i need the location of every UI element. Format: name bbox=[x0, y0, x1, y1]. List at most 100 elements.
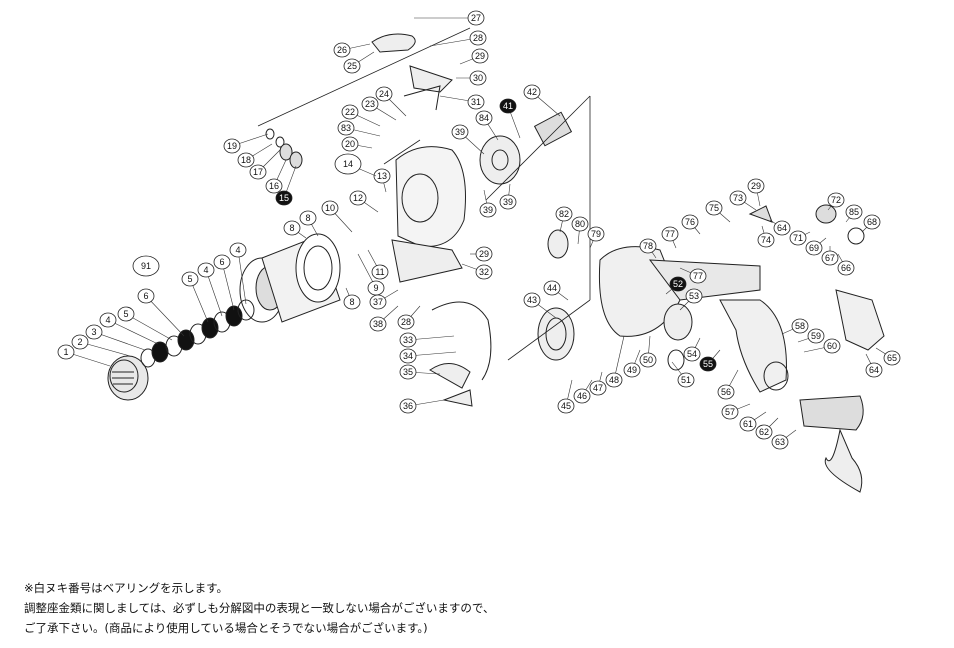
part-number-label: 44 bbox=[547, 283, 557, 293]
part-number-label: 77 bbox=[693, 271, 703, 281]
callout-26: 26 bbox=[333, 42, 371, 58]
leader-line bbox=[125, 313, 173, 341]
callout-circle bbox=[791, 318, 809, 334]
part-number-label: 56 bbox=[721, 387, 731, 397]
callout-34: 34 bbox=[399, 348, 457, 364]
callout-circle bbox=[333, 42, 351, 58]
part-number-label: 22 bbox=[345, 107, 355, 117]
callout-circle bbox=[397, 314, 415, 330]
callout-circle bbox=[471, 48, 489, 64]
callout-circle bbox=[475, 246, 493, 262]
callout-71: 71 bbox=[789, 230, 811, 246]
leader-line bbox=[79, 341, 131, 357]
part-number-label: 17 bbox=[253, 167, 263, 177]
part-number-label: 58 bbox=[795, 321, 805, 331]
part-number-label: 30 bbox=[473, 73, 483, 83]
part-number-label: 8 bbox=[349, 297, 354, 307]
part-number-label: 10 bbox=[325, 203, 335, 213]
callout-43: 43 bbox=[523, 292, 557, 319]
part-number-label: 73 bbox=[733, 193, 743, 203]
callout-36: 36 bbox=[399, 398, 445, 414]
leader-line bbox=[107, 319, 159, 345]
part-number-label: 3 bbox=[91, 327, 96, 337]
callout-circle bbox=[639, 238, 657, 254]
callout-64-2: 64 bbox=[865, 353, 883, 378]
callout-60: 60 bbox=[803, 338, 841, 354]
callout-49: 49 bbox=[623, 349, 641, 378]
callout-58: 58 bbox=[781, 318, 809, 335]
callout-circle bbox=[467, 10, 485, 26]
callout-circle bbox=[237, 152, 255, 168]
callout-33: 33 bbox=[399, 332, 455, 348]
callout-4: 4 bbox=[99, 312, 159, 345]
part-number-label: 59 bbox=[811, 331, 821, 341]
part-number-label: 23 bbox=[365, 99, 375, 109]
callout-17: 17 bbox=[249, 149, 281, 180]
callout-circle bbox=[807, 328, 825, 344]
leader-line bbox=[93, 331, 146, 351]
callout-circle bbox=[755, 424, 773, 440]
part-number-label: 31 bbox=[471, 97, 481, 107]
callout-91: 91 bbox=[132, 255, 160, 277]
callout-2: 2 bbox=[71, 334, 131, 357]
part-number-label: 75 bbox=[709, 203, 719, 213]
callout-29: 29 bbox=[459, 48, 489, 65]
washer-note-line1: 調整座金類に関しましては、必ずしも分解図中の表現と一致しない場合がございますので… bbox=[24, 601, 495, 615]
part-number-label: 26 bbox=[337, 45, 347, 55]
callout-84: 84 bbox=[475, 110, 499, 141]
part-number-label: 29 bbox=[479, 249, 489, 259]
callout-circle bbox=[399, 348, 417, 364]
part-number-label: 42 bbox=[527, 87, 537, 97]
part-number-label: 15 bbox=[279, 193, 289, 203]
callout-48: 48 bbox=[605, 335, 625, 388]
callout-circle bbox=[705, 200, 723, 216]
part-number-label: 71 bbox=[793, 233, 803, 243]
part-number-label: 1 bbox=[63, 347, 68, 357]
callout-circle bbox=[343, 58, 361, 74]
callout-circle bbox=[467, 94, 485, 110]
callout-circle bbox=[543, 280, 561, 296]
callout-28-2: 28 bbox=[397, 305, 421, 330]
callout-74: 74 bbox=[757, 225, 775, 248]
callout-circle bbox=[557, 398, 575, 414]
part-number-label: 5 bbox=[123, 309, 128, 319]
part-number-label: 4 bbox=[105, 315, 110, 325]
part-number-label: 52 bbox=[673, 279, 683, 289]
callout-39-2: 39 bbox=[479, 189, 497, 218]
part-number-label: 50 bbox=[643, 355, 653, 365]
callout-circle bbox=[827, 192, 845, 208]
drag-knob bbox=[107, 355, 149, 401]
part-number-label: 55 bbox=[703, 359, 713, 369]
callout-circle bbox=[669, 276, 687, 292]
callout-61: 61 bbox=[739, 411, 767, 432]
callout-62: 62 bbox=[755, 417, 779, 440]
part-number-label: 16 bbox=[269, 181, 279, 191]
part-number-label: 63 bbox=[775, 437, 785, 447]
callout-circle bbox=[137, 288, 155, 304]
part-number-label: 43 bbox=[527, 295, 537, 305]
part-number-label: 64 bbox=[869, 365, 879, 375]
callout-circle bbox=[117, 306, 135, 322]
leader-line bbox=[189, 278, 209, 323]
callout-27: 27 bbox=[414, 10, 485, 26]
part-number-label: 62 bbox=[759, 427, 769, 437]
callout-3: 3 bbox=[85, 324, 146, 351]
part-number-label: 78 bbox=[643, 241, 653, 251]
callout-circle bbox=[499, 98, 517, 114]
oscillation-gear bbox=[547, 229, 693, 371]
callout-25: 25 bbox=[343, 51, 375, 74]
part-number-label: 11 bbox=[375, 267, 384, 277]
part-number-label: 65 bbox=[887, 353, 897, 363]
part-number-label: 77 bbox=[665, 229, 675, 239]
callout-circle bbox=[571, 216, 589, 232]
callout-15: 15 bbox=[275, 165, 297, 206]
leader-line bbox=[237, 249, 247, 305]
callout-75: 75 bbox=[705, 200, 731, 223]
part-number-label: 6 bbox=[143, 291, 148, 301]
callout-circle bbox=[661, 226, 679, 242]
part-number-label: 28 bbox=[401, 317, 411, 327]
callout-circle bbox=[71, 334, 89, 350]
part-number-label: 8 bbox=[305, 213, 310, 223]
callout-38: 38 bbox=[369, 305, 399, 332]
